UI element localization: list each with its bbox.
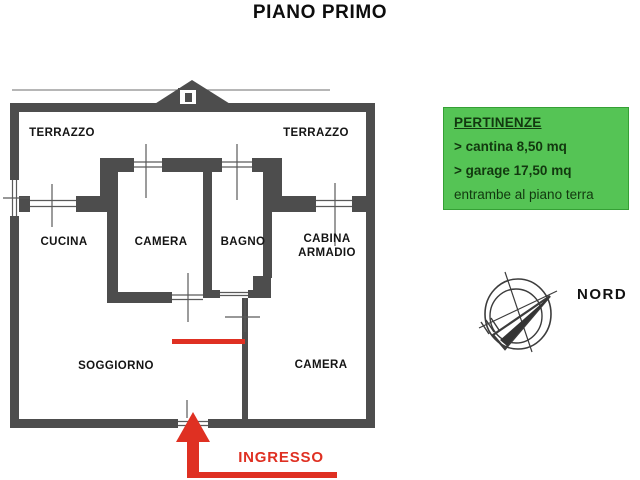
compass-icon xyxy=(478,271,558,353)
gable-window-pane xyxy=(185,93,192,102)
door-camera-terrace xyxy=(134,158,162,172)
info-box-heading: PERTINENZE xyxy=(454,115,542,130)
info-line-note: entrambe al piano terra xyxy=(454,187,594,202)
room-label-cabina-line1: CABINA xyxy=(303,233,351,245)
window-terrace-left xyxy=(30,196,76,212)
page-title: PIANO PRIMO xyxy=(252,2,388,23)
room-label-camera-top: CAMERA xyxy=(134,236,188,248)
info-box: PERTINENZE > cantina 8,50 mq > garage 17… xyxy=(443,107,629,210)
room-label-terrazzo-left: TERRAZZO xyxy=(29,127,95,139)
compass-label: NORD xyxy=(577,286,628,303)
wall-camera-bottom xyxy=(107,292,172,303)
entrance-label: INGRESSO xyxy=(238,449,324,466)
entrance-arrow-icon xyxy=(176,412,337,478)
info-line-cantina: > cantina 8,50 mq xyxy=(454,139,567,154)
room-label-cabina-line2: ARMADIO xyxy=(298,246,356,259)
window-cabina-top xyxy=(316,196,352,212)
wall-bagno-left xyxy=(203,172,212,292)
wall-bagno-right xyxy=(263,172,272,278)
wall-cucina-camera xyxy=(107,212,118,292)
room-label-cabina-armadio: CABINA ARMADIO xyxy=(298,233,356,260)
wall-right xyxy=(366,103,375,428)
room-label-soggiorno: SOGGIORNO xyxy=(78,360,154,372)
wall-soggiorno-camera xyxy=(242,298,248,419)
red-markings xyxy=(172,339,337,478)
door-bagno-bottom xyxy=(220,290,248,298)
wall-left xyxy=(10,103,19,428)
red-opening-line xyxy=(172,339,245,344)
wall-bagno-jog xyxy=(253,276,271,298)
window-door-symbols xyxy=(3,144,352,428)
room-label-bagno: BAGNO xyxy=(220,236,266,248)
room-label-camera-bottom: CAMERA xyxy=(294,359,348,371)
wall-top xyxy=(10,103,375,112)
info-line-garage: > garage 17,50 mq xyxy=(454,163,572,178)
room-label-cucina: CUCINA xyxy=(40,236,88,248)
room-label-terrazzo-right: TERRAZZO xyxy=(283,127,349,139)
